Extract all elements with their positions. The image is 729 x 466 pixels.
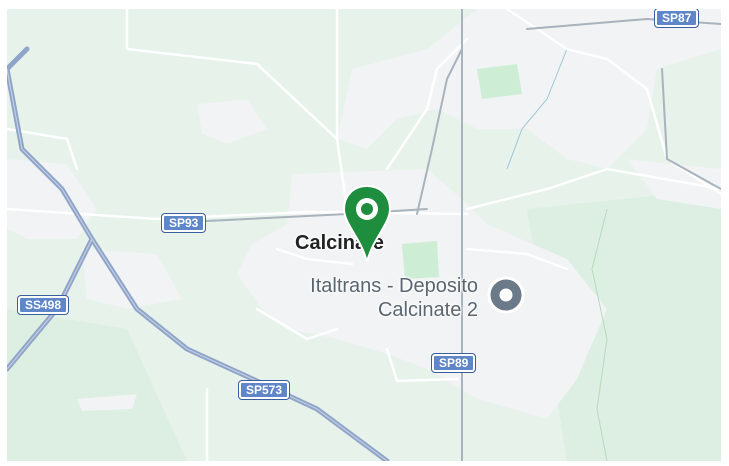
highway-road-center — [7, 68, 388, 461]
map-background — [7, 9, 721, 461]
urban-area — [7, 159, 97, 239]
park-area — [477, 64, 522, 99]
urban-area — [337, 9, 721, 169]
minor-road — [255, 307, 339, 341]
field-area — [7, 309, 187, 461]
minor-road — [465, 247, 569, 271]
minor-road — [385, 347, 459, 383]
secondary-road — [661, 68, 721, 190]
urban-area — [237, 169, 607, 419]
map-pin-icon[interactable] — [341, 182, 393, 266]
field-area — [527, 189, 721, 461]
road-shield-sp87: SP87 — [655, 9, 699, 27]
secondary-road — [416, 48, 463, 215]
urban-area — [627, 159, 721, 209]
minor-road — [385, 37, 469, 171]
poi-label-line-2: Calcinate 2 — [377, 299, 478, 321]
urban-area — [77, 394, 137, 411]
minor-road — [505, 9, 609, 61]
highway-road — [7, 46, 30, 72]
minor-road — [605, 57, 721, 196]
road-shield-sp573: SP573 — [239, 381, 290, 399]
minor-road — [125, 9, 349, 211]
road-shield-sp93: SP93 — [162, 214, 206, 232]
road-shield-sp89: SP89 — [432, 354, 476, 372]
poi-label-line-1: Italtrans - Deposito — [310, 275, 478, 297]
minor-road — [7, 127, 79, 171]
stream — [506, 48, 568, 170]
map-canvas[interactable]: SP87 SP93 SS498 SP89 SP573 Calcinate Ita… — [7, 9, 721, 461]
road-shield-ss498: SS498 — [18, 296, 69, 314]
minor-road — [465, 167, 721, 211]
stream — [591, 208, 608, 461]
location-dot-icon[interactable] — [486, 275, 526, 315]
park-area — [402, 241, 439, 279]
urban-area — [197, 99, 267, 144]
minor-road — [275, 247, 354, 266]
poi-label[interactable]: Italtrans - Deposito Calcinate 2 — [310, 274, 478, 322]
